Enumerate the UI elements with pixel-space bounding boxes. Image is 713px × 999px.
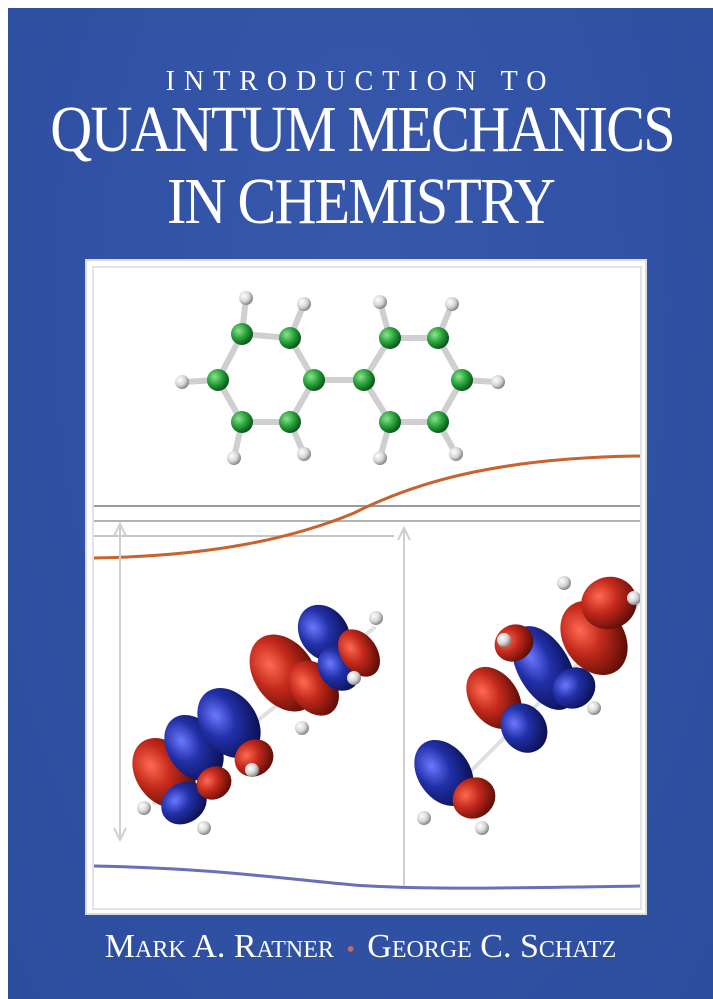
author-line: Mark A. Ratner • George C. Schatz bbox=[8, 928, 713, 966]
orbital-right bbox=[414, 576, 640, 835]
title-line-1: QUANTUM MECHANICS bbox=[50, 93, 675, 166]
book-cover: INTRODUCTION TO QUANTUM MECHANICS IN CHE… bbox=[8, 8, 713, 999]
orbital-left bbox=[132, 604, 383, 835]
energy-levels bbox=[94, 505, 640, 537]
biphenyl-molecule bbox=[175, 291, 505, 465]
transition-arrows bbox=[113, 521, 411, 886]
cover-illustration-frame bbox=[85, 259, 647, 915]
lower-energy-curve bbox=[94, 864, 640, 890]
biphenyl-orbital-diagram bbox=[94, 291, 640, 890]
cover-illustration bbox=[92, 266, 642, 910]
author-separator: • bbox=[346, 937, 355, 963]
upper-energy-curve bbox=[94, 454, 640, 560]
title-kicker: INTRODUCTION TO bbox=[165, 66, 556, 97]
title-line-2: IN CHEMISTRY bbox=[166, 165, 556, 238]
author-1: Mark A. Ratner bbox=[104, 928, 334, 965]
author-2: George C. Schatz bbox=[367, 928, 617, 965]
